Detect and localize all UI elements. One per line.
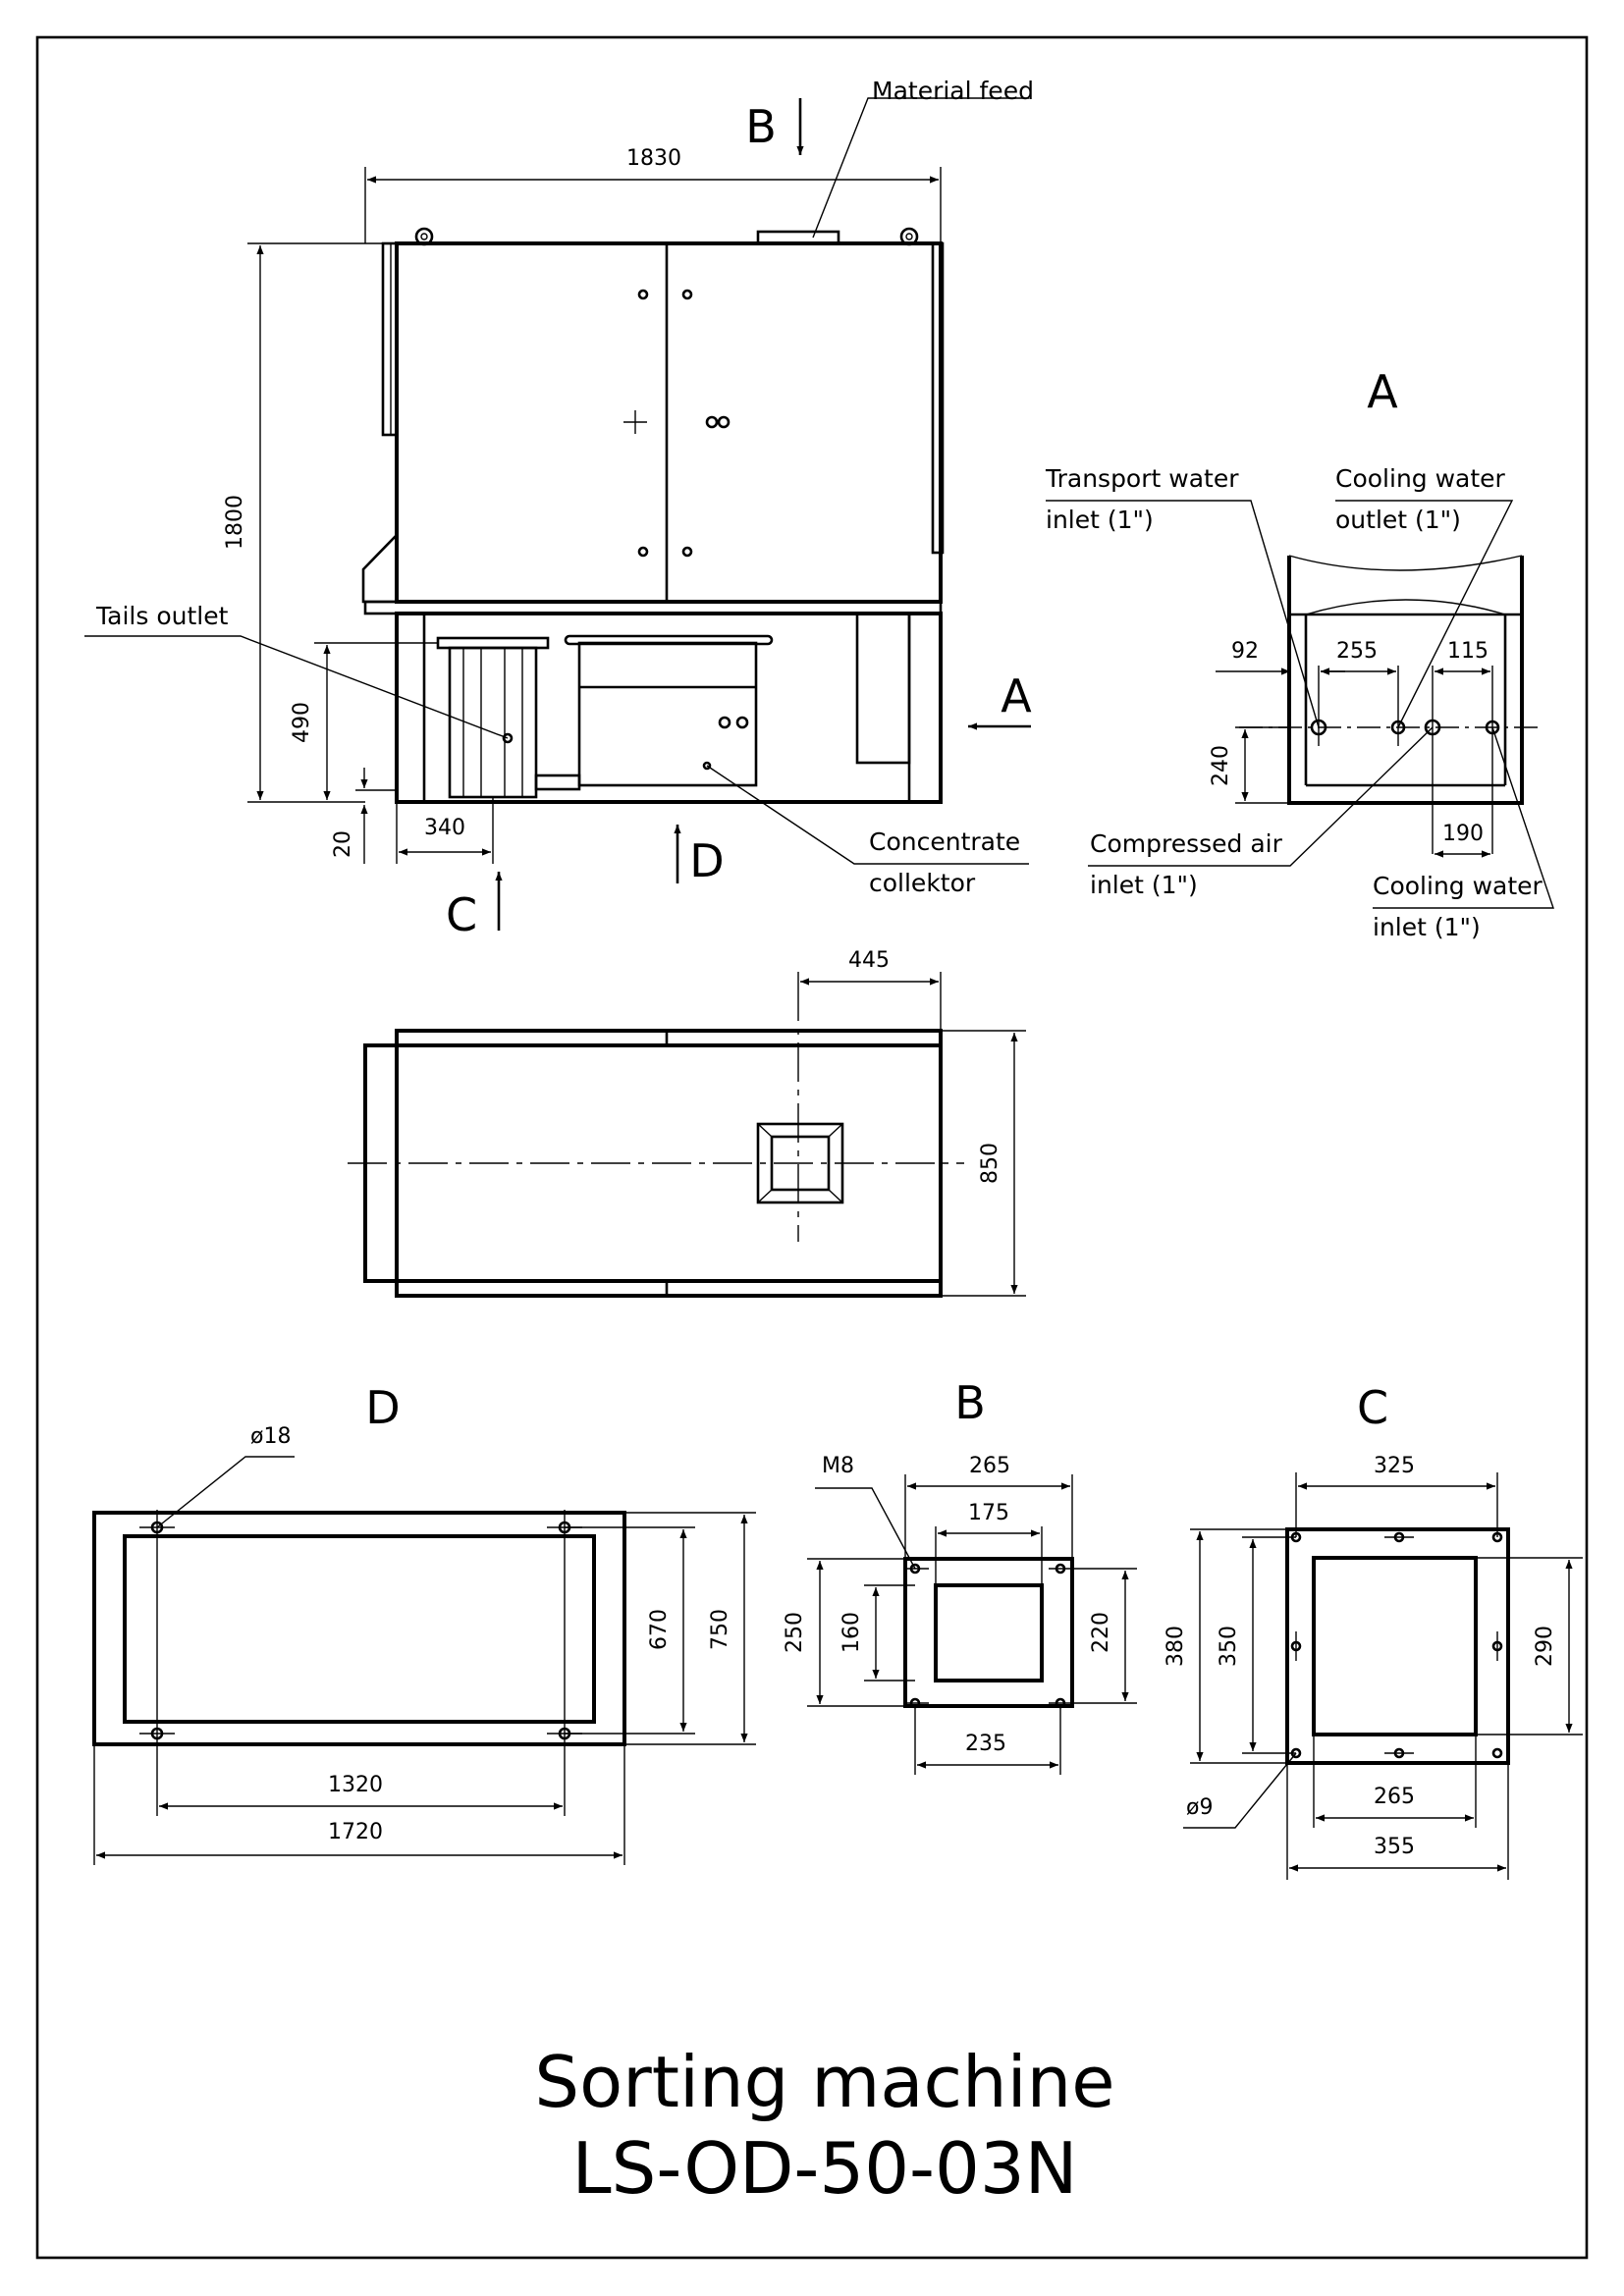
view-b: B M8 265 175 250 160 (783, 1376, 1137, 1775)
view-b-title: B (954, 1376, 986, 1429)
dim-235: 235 (965, 1732, 1006, 1756)
dim-325: 325 (1374, 1454, 1415, 1478)
dim-250: 250 (783, 1612, 807, 1653)
label-compressed-air-line2: inlet (1") (1090, 871, 1198, 899)
tails-outlet-chute (448, 646, 538, 799)
material-feed-inlet (756, 230, 840, 245)
view-arrow-b-letter: B (745, 100, 777, 153)
dim-hole-18: ø18 (250, 1424, 291, 1449)
dim-thread-m8: M8 (822, 1454, 854, 1478)
label-cooling-water-outlet-line2: outlet (1") (1335, 506, 1461, 534)
view-c: C 325 380 350 (1164, 1381, 1583, 1880)
dim-92: 92 (1231, 639, 1259, 664)
title-line-1: Sorting machine (534, 2041, 1114, 2123)
view-a: A 92 255 115 240 190 Transport (1045, 365, 1554, 941)
label-tails-outlet: Tails outlet (95, 602, 229, 630)
cabinet-body (395, 241, 943, 604)
view-c-title: C (1357, 1381, 1388, 1434)
view-d: D ø18 670 750 1320 1720 (92, 1381, 756, 1865)
dim-255: 255 (1336, 639, 1378, 664)
dim-1720: 1720 (328, 1820, 383, 1844)
dim-20: 20 (331, 830, 355, 858)
view-arrow-d-letter: D (689, 834, 724, 887)
dim-750: 750 (708, 1609, 732, 1650)
dim-265-c: 265 (1374, 1785, 1415, 1809)
dim-490: 490 (290, 702, 314, 743)
label-concentrate-line2: collektor (869, 869, 976, 897)
dim-115: 115 (1447, 639, 1489, 664)
feed-opening-flange (756, 1122, 844, 1204)
top-view: 445 850 (348, 948, 1026, 1298)
label-transport-water-line2: inlet (1") (1046, 506, 1154, 534)
label-transport-water-line1: Transport water (1045, 464, 1239, 493)
dim-hole-9: ø9 (1186, 1795, 1213, 1820)
dim-175: 175 (968, 1501, 1009, 1525)
concentrate-collector (577, 641, 758, 787)
dim-290: 290 (1533, 1626, 1557, 1667)
dim-355: 355 (1374, 1835, 1415, 1859)
dim-350: 350 (1217, 1626, 1241, 1667)
view-d-title: D (365, 1381, 400, 1434)
view-arrow-c-letter: C (446, 888, 477, 941)
dim-220: 220 (1089, 1612, 1113, 1653)
dim-850: 850 (978, 1143, 1002, 1184)
view-a-title: A (1367, 365, 1398, 418)
dim-190: 190 (1442, 822, 1484, 846)
label-cooling-water-inlet-line1: Cooling water (1373, 872, 1543, 900)
label-cooling-water-outlet-line1: Cooling water (1335, 464, 1506, 493)
dim-240: 240 (1209, 745, 1233, 786)
dim-340: 340 (424, 816, 465, 840)
view-arrow-a-letter: A (1001, 669, 1032, 722)
title-line-2: LS-OD-50-03N (572, 2127, 1078, 2210)
front-view: 1830 1800 490 20 340 Material feed Tails… (84, 77, 1034, 941)
view-c-bolt-holes (1290, 1531, 1503, 1759)
label-cooling-water-inlet-line2: inlet (1") (1373, 913, 1481, 941)
label-compressed-air-line1: Compressed air (1090, 829, 1283, 858)
dim-width-1830: 1830 (626, 146, 681, 171)
dim-445: 445 (848, 948, 890, 973)
label-material-feed: Material feed (872, 77, 1034, 105)
dim-670: 670 (647, 1609, 672, 1650)
lifting-lug-left (414, 227, 434, 246)
dim-265-b: 265 (969, 1454, 1010, 1478)
title-block: Sorting machine LS-OD-50-03N (534, 2041, 1114, 2210)
lifting-lug-right (899, 227, 919, 246)
dim-1320: 1320 (328, 1773, 383, 1797)
dim-380: 380 (1164, 1626, 1188, 1667)
sheet-frame (35, 35, 1589, 2260)
dim-height-1800: 1800 (223, 495, 247, 550)
dim-160: 160 (839, 1612, 864, 1653)
label-concentrate-line1: Concentrate (869, 828, 1020, 856)
